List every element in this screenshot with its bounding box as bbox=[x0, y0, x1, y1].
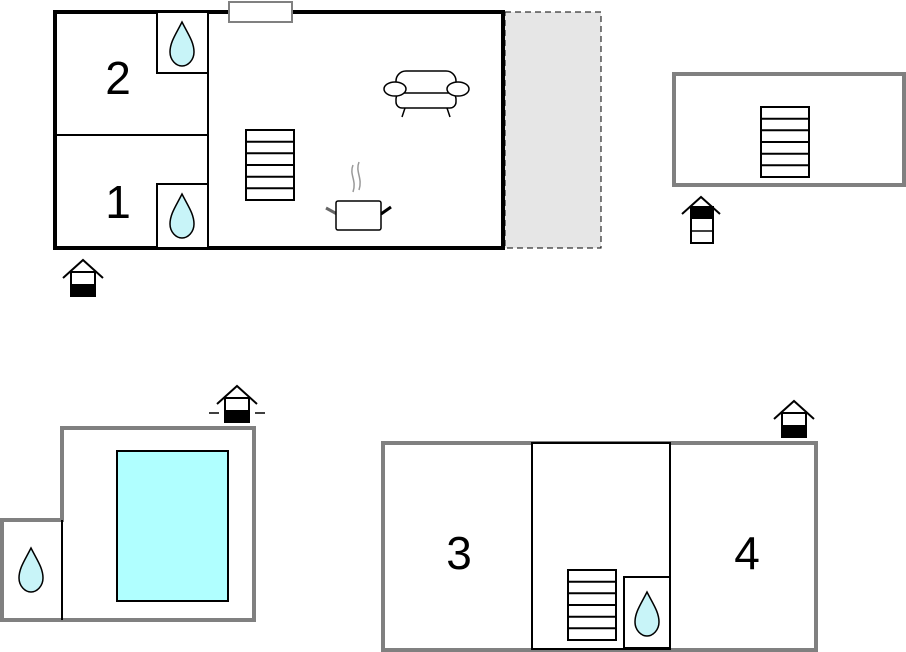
main-house: 2 1 bbox=[53, 1, 602, 250]
entrance-stairs-icon bbox=[681, 195, 721, 244]
room-label-4: 4 bbox=[734, 527, 760, 579]
entrance-icon bbox=[62, 259, 104, 297]
window bbox=[228, 1, 293, 23]
stairs-icon bbox=[760, 106, 810, 178]
pool-area bbox=[0, 426, 256, 622]
room-label-1: 1 bbox=[105, 176, 131, 228]
room-label-3: 3 bbox=[446, 527, 472, 579]
entrance-icon bbox=[773, 400, 815, 438]
stairs-icon bbox=[567, 569, 617, 641]
kitchen-pot-icon bbox=[325, 161, 392, 231]
room-label-2: 2 bbox=[105, 52, 131, 104]
guest-building: 3 4 bbox=[381, 441, 818, 652]
sofa-icon bbox=[383, 70, 470, 118]
entrance-icon bbox=[209, 385, 265, 423]
stairs-icon bbox=[245, 129, 295, 201]
terrace bbox=[504, 11, 602, 249]
swimming-pool bbox=[116, 450, 229, 602]
